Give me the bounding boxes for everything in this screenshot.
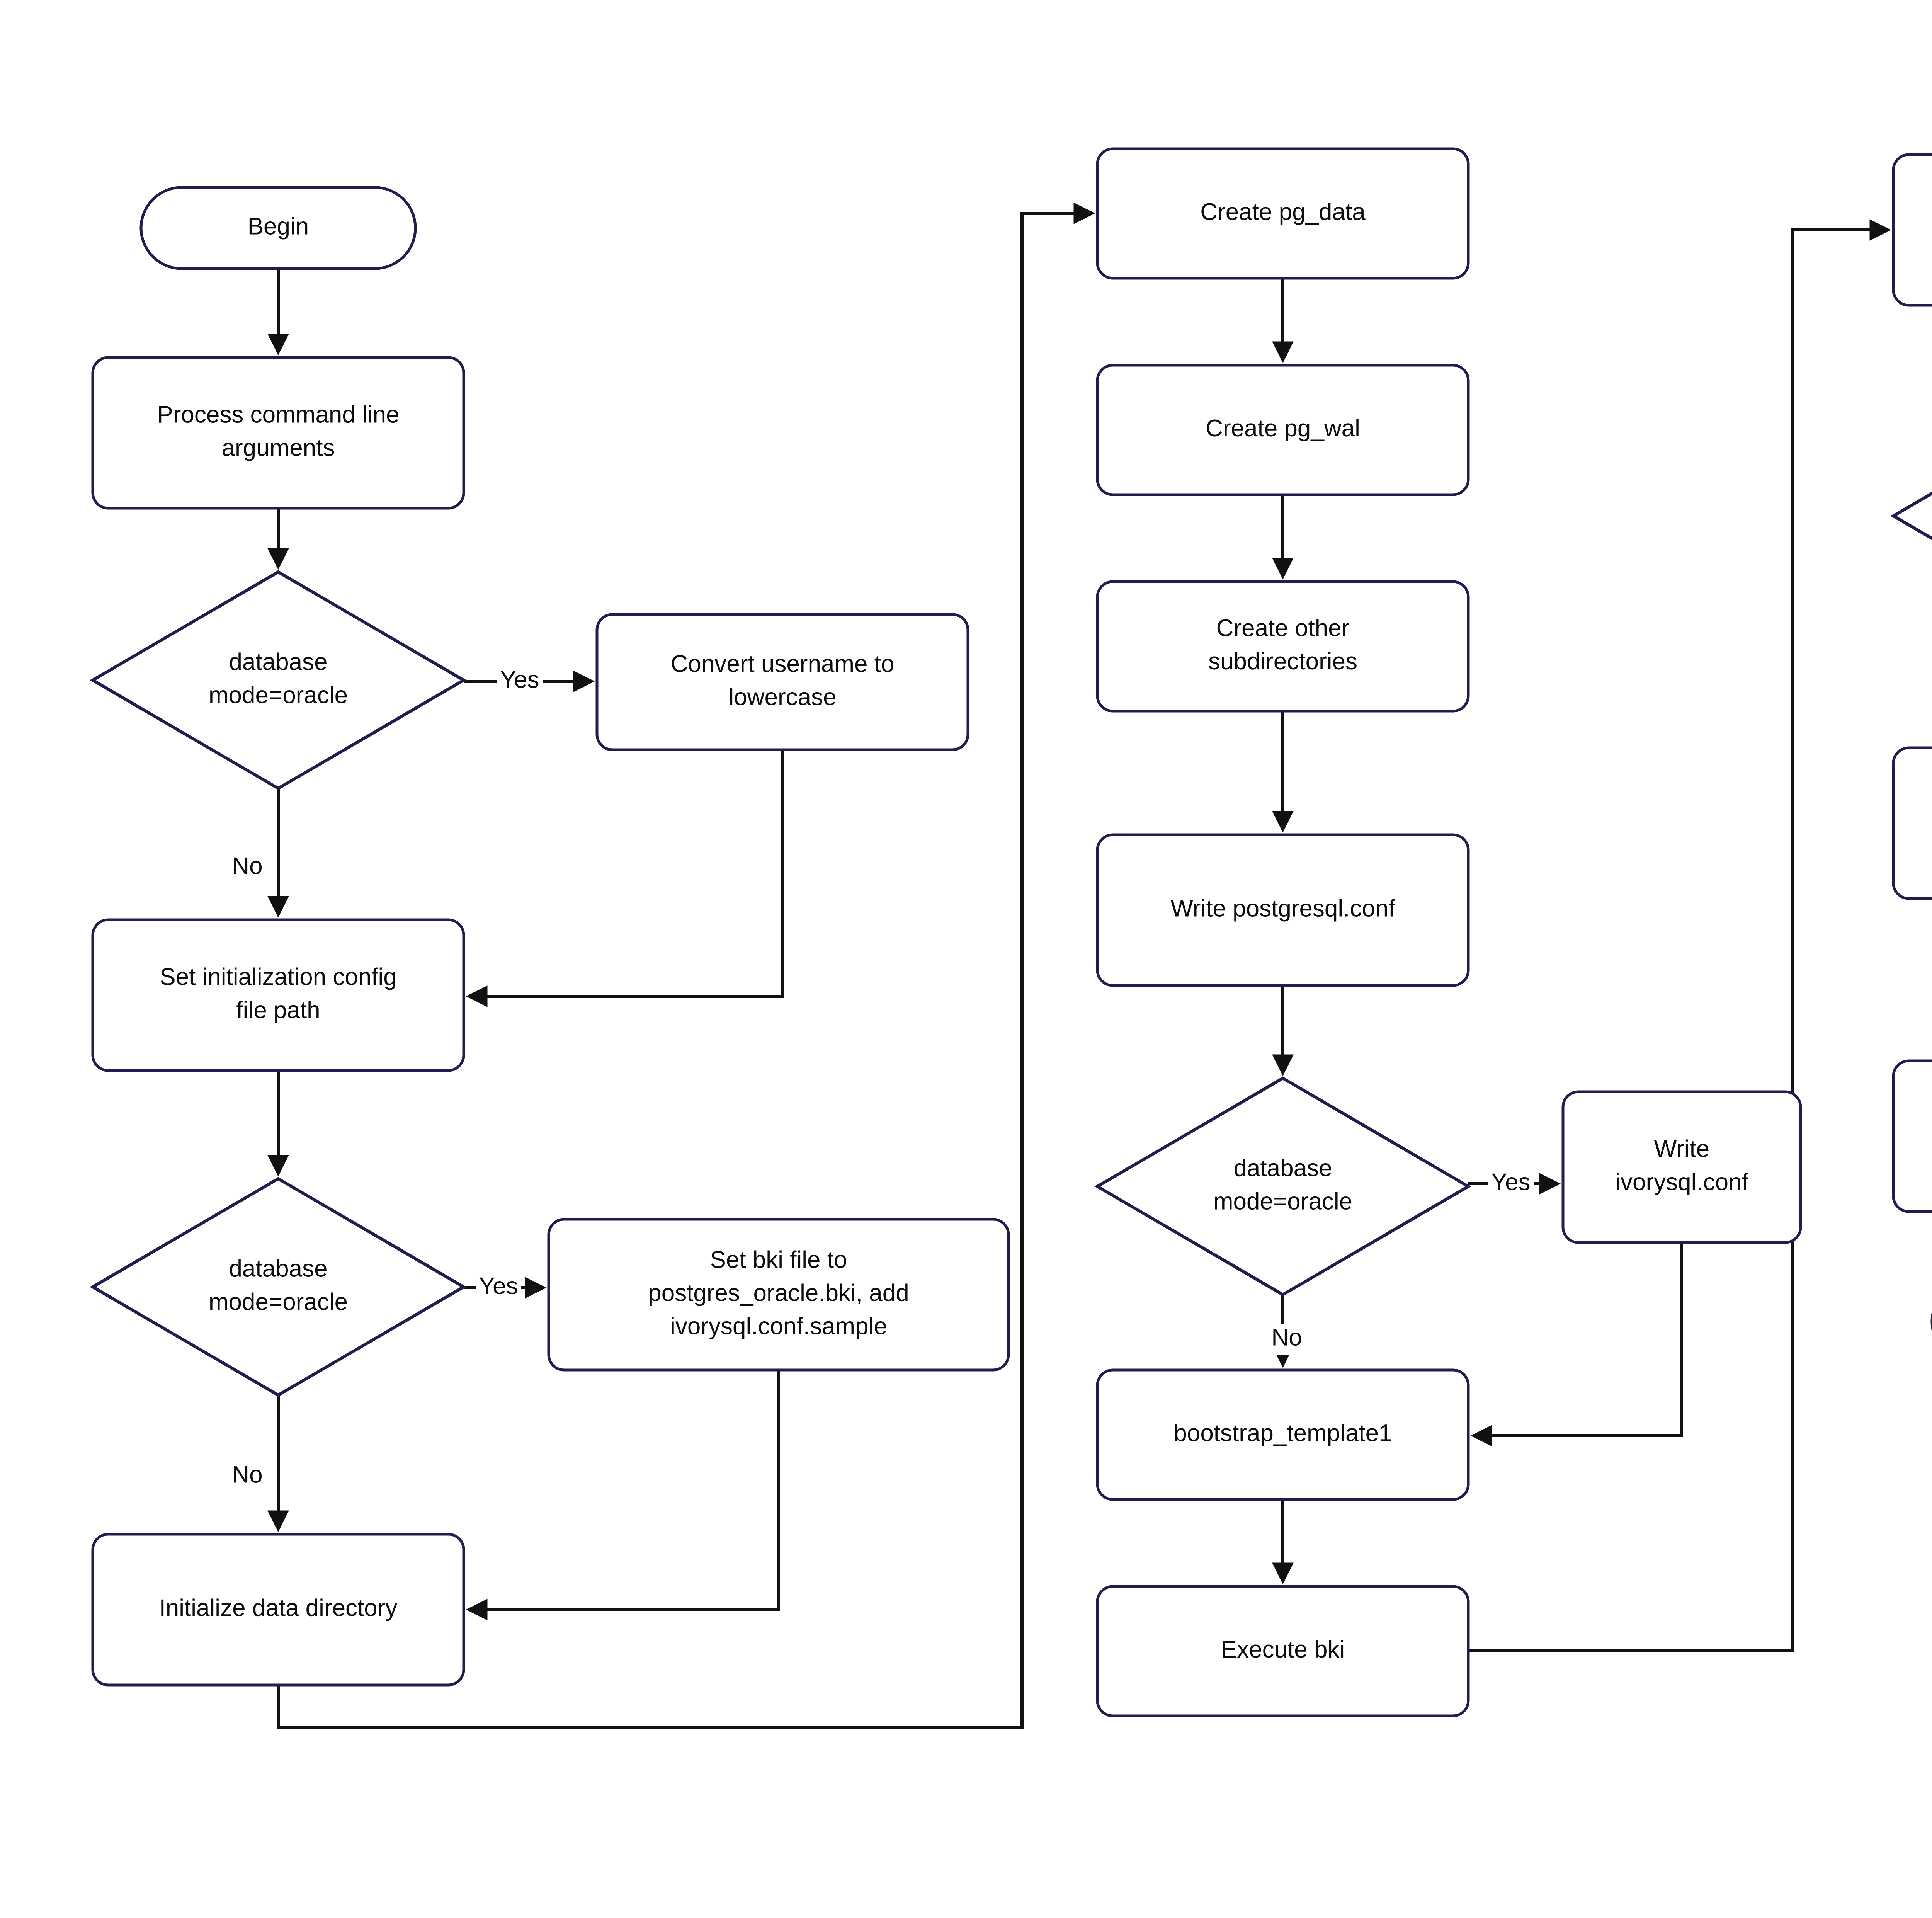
node-write-postgresql-conf[interactable]: Write postgresql.conf: [1096, 833, 1470, 987]
node-decision-mode-3[interactable]: database mode=oracle: [1094, 1076, 1471, 1297]
node-label-bootstrap-template1: bootstrap_template1: [1173, 1420, 1392, 1447]
edge-label-yes-1: Yes: [500, 666, 539, 693]
edge-label-bg-no-3: [1271, 1324, 1303, 1355]
edge-setbki-to-initdir: [466, 1370, 780, 1620]
node-label-decision-mode-1: database: [229, 648, 327, 675]
node-shape-write-postgresql-conf: [1096, 833, 1470, 987]
node-label-decision-mode-2: mode=oracle: [209, 1288, 348, 1315]
edge-label-bg-no-1: [231, 852, 263, 883]
edge-label-no-1: No: [232, 853, 262, 879]
edge-label-bg-yes-1: [497, 666, 543, 697]
node-set-bki-file[interactable]: Set bki file to postgres_oracle.bki, add i…: [547, 1218, 1010, 1372]
node-write-ivorysql-conf[interactable]: Write ivorysql.conf: [1561, 1090, 1802, 1244]
node-label-convert-username: lowercase: [728, 684, 836, 710]
node-convert-username[interactable]: Convert username to lowercase: [595, 613, 969, 751]
node-shape-decision-mode-1: [90, 570, 467, 790]
node-shape-process-args: [91, 356, 465, 510]
edge-label-bg-no-2: [231, 1461, 263, 1492]
edge-label-yes-2: Yes: [479, 1273, 518, 1299]
node-shape-execute-bki: [1096, 1585, 1470, 1717]
node-shape-create-other-subdirs: [1096, 580, 1470, 713]
node-create-other-subdirs[interactable]: Create other subdirectories: [1096, 580, 1470, 713]
node-process-args[interactable]: Process command line arguments: [91, 356, 465, 510]
node-create-pg-wal[interactable]: Create pg_wal: [1096, 364, 1470, 496]
node-label-create-pg-data: Create pg_data: [1200, 199, 1366, 225]
node-label-create-other-subdirs: Create other: [1216, 615, 1350, 642]
node-create-pg-data[interactable]: Create pg_data: [1096, 147, 1470, 280]
node-label-decision-mode-2: database: [229, 1255, 327, 1282]
node-shape-create-pg-wal: [1096, 364, 1470, 496]
edge-labels-layer: YesNoYesNoYesNoYesNo: [231, 666, 1534, 1492]
node-begin[interactable]: Begin: [139, 186, 417, 270]
node-label-convert-username: Convert username to: [671, 650, 895, 677]
node-label-set-init-config: file path: [236, 997, 320, 1023]
node-shape-bootstrap-template1: [1096, 1368, 1470, 1501]
edge-convert-to-setconfig: [466, 750, 784, 1007]
node-label-decision-mode-3: database: [1233, 1155, 1332, 1181]
node-shape-set-init-config: [91, 918, 465, 1072]
node-shape-convert-username: [595, 613, 969, 751]
node-shape-load-template0: [1892, 746, 1932, 900]
edges-layer: [267, 203, 1891, 1729]
node-label-execute-bki: Execute bki: [1221, 1636, 1345, 1663]
node-label-decision-mode-1: mode=oracle: [209, 682, 348, 708]
node-label-begin: Begin: [248, 213, 309, 240]
node-label-create-other-subdirs: subdirectories: [1208, 648, 1357, 675]
node-label-set-bki-file: Set bki file to: [710, 1246, 847, 1273]
edge-label-yes-3: Yes: [1491, 1169, 1530, 1195]
edge-label-no-3: No: [1271, 1324, 1302, 1351]
node-shape-print-completion: [1892, 1059, 1932, 1213]
node-init-data-dir[interactable]: Initialize data directory: [91, 1533, 465, 1687]
node-shape-decision-mode-2: [90, 1177, 467, 1397]
node-shape-decision-mode-4: [1890, 492, 1932, 540]
node-label-init-data-dir: Initialize data directory: [159, 1595, 398, 1621]
edge-label-bg-yes-2: [476, 1272, 521, 1303]
edge-label-bg-yes-3: [1488, 1168, 1534, 1199]
node-label-write-postgresql-conf: Write postgresql.conf: [1170, 895, 1395, 922]
node-shape-create-pg-data: [1096, 147, 1470, 280]
node-shape-write-ivorysql-conf: [1561, 1090, 1802, 1244]
edge-label-no-2: No: [232, 1461, 262, 1488]
node-label-write-ivorysql-conf: ivorysql.conf: [1615, 1169, 1748, 1195]
node-label-process-args: Process command line: [157, 401, 399, 428]
node-label-decision-mode-3: mode=oracle: [1213, 1188, 1352, 1215]
node-label-set-bki-file: ivorysql.conf.sample: [670, 1313, 887, 1339]
edge-executebki-to-initdbobj: [1468, 219, 1891, 1652]
node-load-template0[interactable]: Load template0,postgres, ivorysqldatabas…: [1892, 746, 1932, 900]
node-label-set-bki-file: postgres_oracle.bki, add: [648, 1280, 909, 1306]
node-label-process-args: arguments: [222, 434, 335, 461]
node-shape-begin: [139, 186, 417, 270]
node-shape-decision-mode-3: [1094, 1076, 1471, 1297]
node-shape-init-data-dir: [91, 1533, 465, 1687]
node-execute-bki[interactable]: Execute bki: [1096, 1585, 1470, 1717]
node-label-create-pg-wal: Create pg_wal: [1206, 415, 1360, 442]
edge-initdir-to-createpgdata: [277, 203, 1095, 1729]
node-init-db-objects[interactable]: Initialize databaseobjects: [1892, 153, 1932, 307]
node-decision-mode-2[interactable]: database mode=oracle: [90, 1177, 467, 1397]
node-print-completion[interactable]: Print completionmessage: [1892, 1059, 1932, 1213]
node-label-set-init-config: Set initialization config: [160, 963, 396, 990]
node-shape-set-bki-file: [547, 1218, 1010, 1372]
node-bootstrap-template1[interactable]: bootstrap_template1: [1096, 1368, 1470, 1501]
node-decision-mode-1[interactable]: database mode=oracle: [90, 570, 467, 790]
node-shape-init-db-objects: [1892, 153, 1932, 307]
edge-ivoryconf-to-bootstrap: [1470, 1242, 1683, 1447]
node-set-init-config[interactable]: Set initialization config file path: [91, 918, 465, 1072]
node-label-write-ivorysql-conf: Write: [1654, 1135, 1710, 1162]
